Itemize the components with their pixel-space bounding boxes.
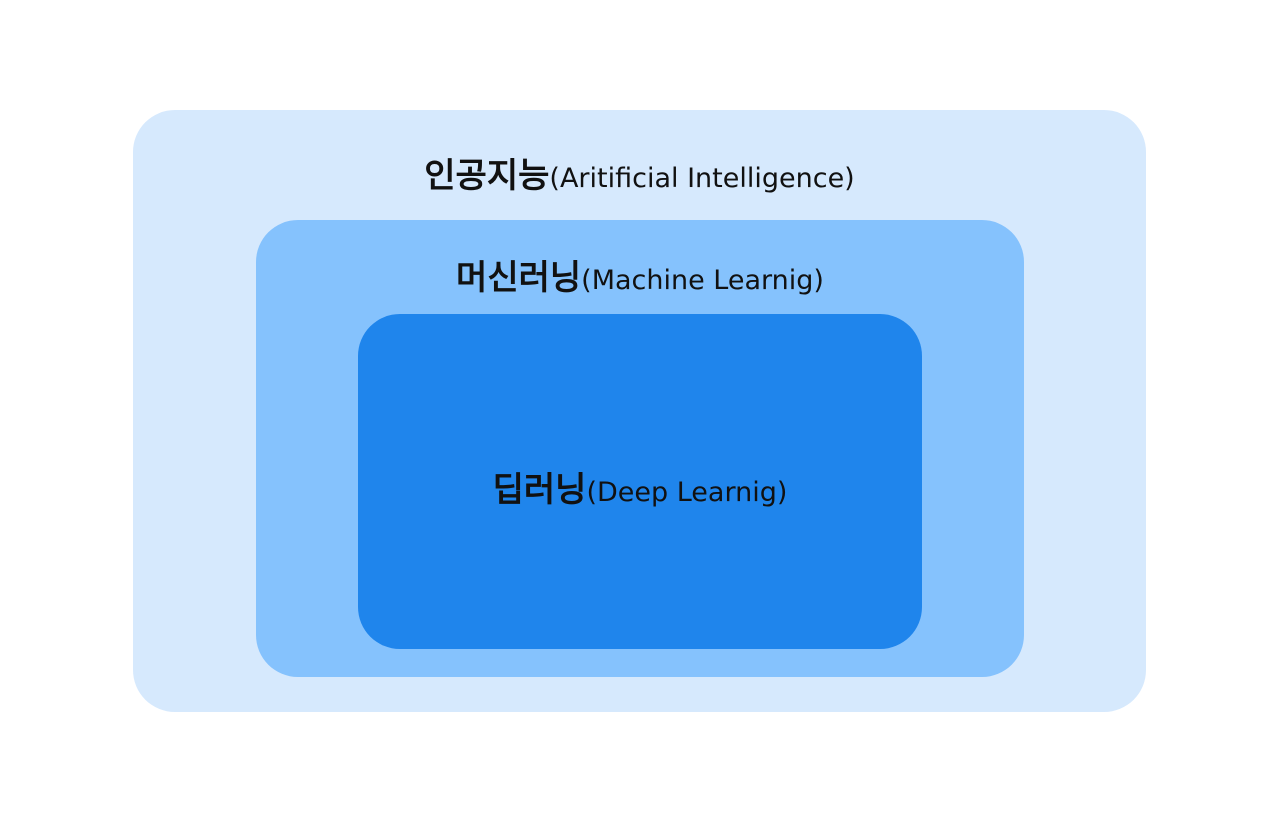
ai-layer-box: 인공지능(Aritificial Intelligence) 머신러닝(Mach… xyxy=(133,110,1146,712)
ai-label-korean: 인공지능 xyxy=(424,156,550,196)
ai-label-english: (Aritificial Intelligence) xyxy=(549,163,855,194)
ml-layer-box: 머신러닝(Machine Learnig) 딥러닝(Deep Learnig) xyxy=(256,220,1024,677)
ai-layer-label: 인공지능(Aritificial Intelligence) xyxy=(133,148,1146,197)
dl-label-korean: 딥러닝 xyxy=(492,470,587,510)
ml-label-english: (Machine Learnig) xyxy=(581,265,824,296)
dl-layer-label: 딥러닝(Deep Learnig) xyxy=(358,462,922,511)
dl-layer-box: 딥러닝(Deep Learnig) xyxy=(358,314,922,649)
ml-layer-label: 머신러닝(Machine Learnig) xyxy=(256,250,1024,299)
dl-label-english: (Deep Learnig) xyxy=(586,477,788,508)
ml-label-korean: 머신러닝 xyxy=(456,258,582,298)
